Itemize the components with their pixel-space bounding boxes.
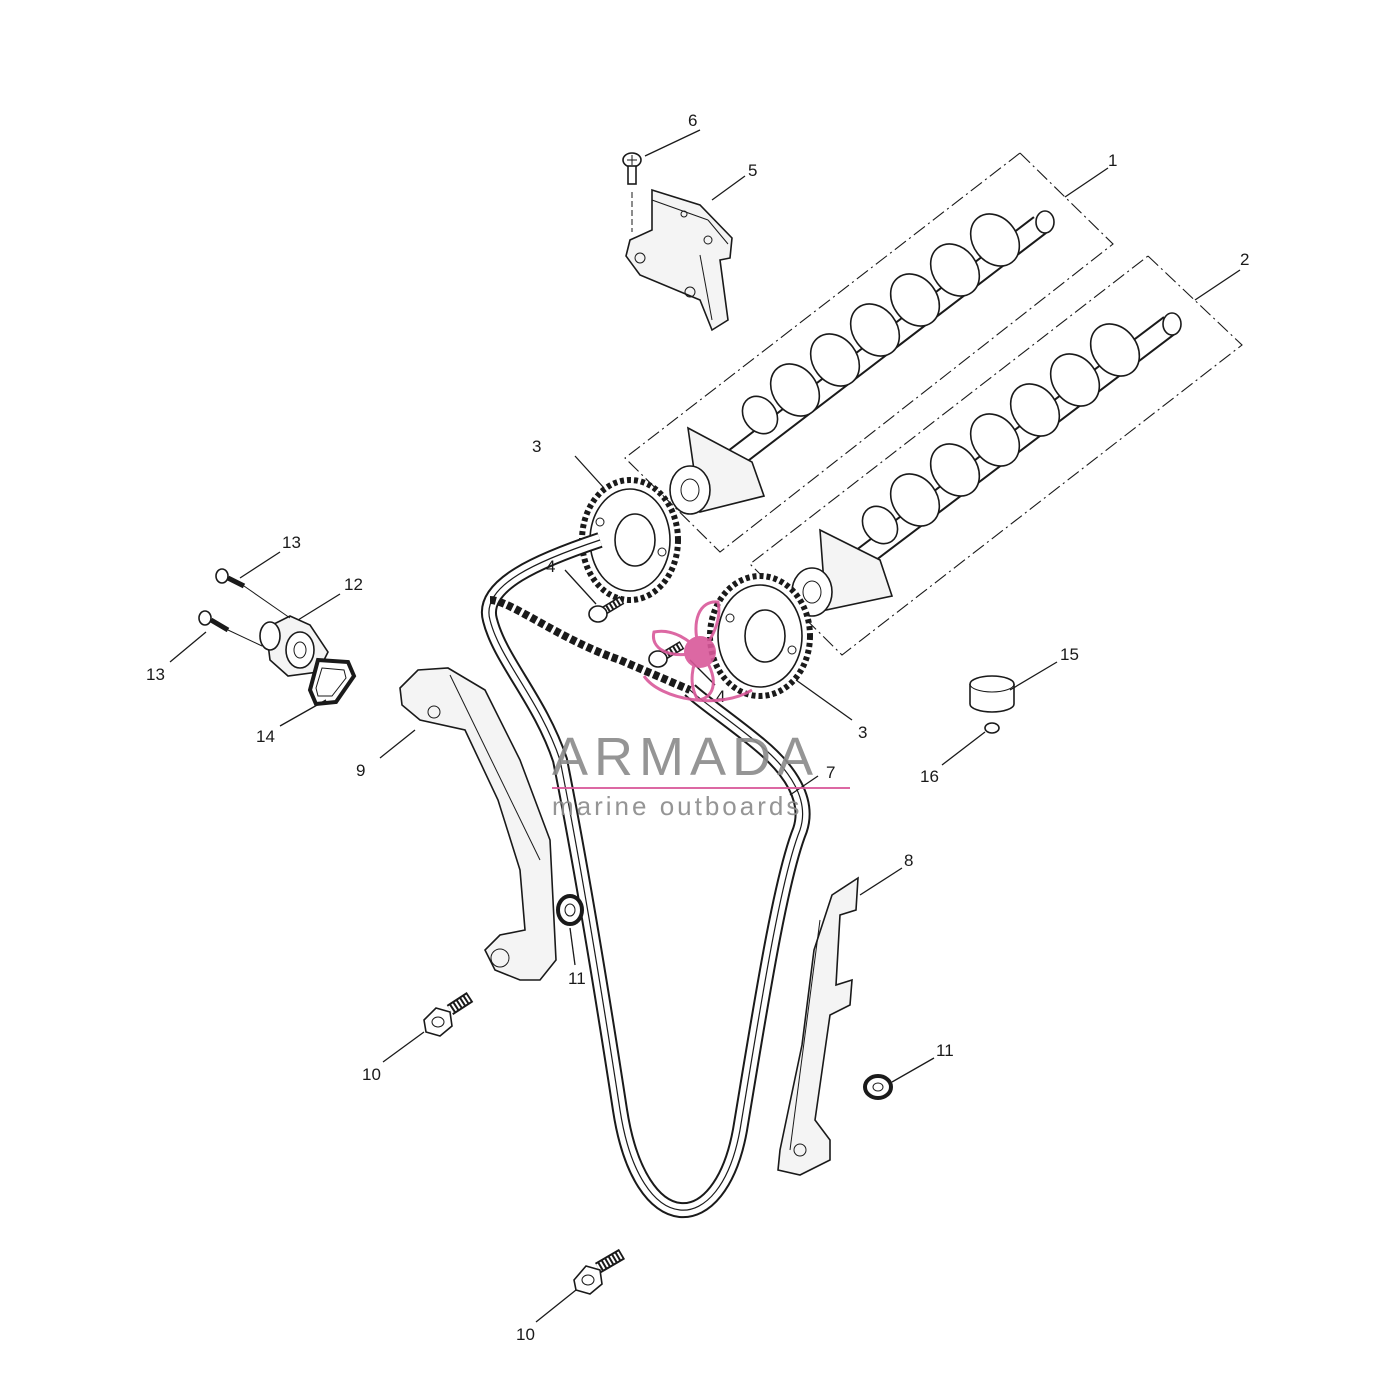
valve-shim (984, 722, 1000, 734)
tensioner-bolt-lower (198, 610, 263, 647)
watermark-brand: ARMADA (552, 727, 819, 787)
sprocket-bolt-lower (648, 641, 685, 668)
chain-tensioner (259, 615, 329, 677)
callout-4-upper: 4 (546, 557, 555, 576)
camshaft-lower (749, 255, 1243, 656)
watermark: ARMADA marine outboards (552, 600, 850, 821)
washer-left (556, 894, 584, 926)
callout-2: 2 (1240, 250, 1249, 269)
guide-bolt-upper (423, 991, 474, 1037)
tensioner-gasket (307, 657, 357, 707)
propeller-logo-icon (642, 600, 753, 703)
callout-5: 5 (748, 161, 757, 180)
callout-6: 6 (688, 111, 697, 130)
cam-sprocket-upper (579, 477, 681, 603)
callout-3-lower: 3 (858, 723, 867, 742)
guide-bolt-lower (573, 1248, 626, 1295)
callout-11-left: 11 (568, 969, 586, 988)
callout-13-upper: 13 (282, 533, 301, 552)
callout-labels: 1 2 3 3 4 4 5 6 7 8 9 10 10 11 11 12 13 … (146, 111, 1249, 1344)
cam-bracket (625, 188, 733, 332)
callout-15: 15 (1060, 645, 1079, 664)
timing-chain (480, 532, 811, 1218)
callout-7: 7 (826, 763, 835, 782)
chain-guide (777, 876, 859, 1176)
callout-11-right: 11 (936, 1041, 954, 1060)
callout-9: 9 (356, 761, 365, 780)
valve-lifter (969, 675, 1015, 713)
leader-lines (169, 129, 1058, 1323)
sprocket-bolt-upper (588, 596, 625, 623)
bracket-screw (622, 152, 642, 232)
tensioner-bolt-upper (215, 568, 291, 619)
callout-4-lower: 4 (716, 687, 725, 706)
camshaft-upper (624, 152, 1114, 553)
callout-10-upper: 10 (362, 1065, 381, 1084)
callout-1: 1 (1108, 151, 1117, 170)
tensioner-arm (399, 667, 557, 981)
callout-8: 8 (904, 851, 913, 870)
callout-10-lower: 10 (516, 1325, 535, 1344)
callout-14: 14 (256, 727, 275, 746)
callout-3-upper: 3 (532, 437, 541, 456)
callout-16: 16 (920, 767, 939, 786)
cam-sprocket-lower (707, 573, 813, 699)
callout-13-lower: 13 (146, 665, 165, 684)
callout-12: 12 (344, 575, 363, 594)
watermark-tagline: marine outboards (552, 791, 802, 821)
washer-right (863, 1074, 893, 1100)
